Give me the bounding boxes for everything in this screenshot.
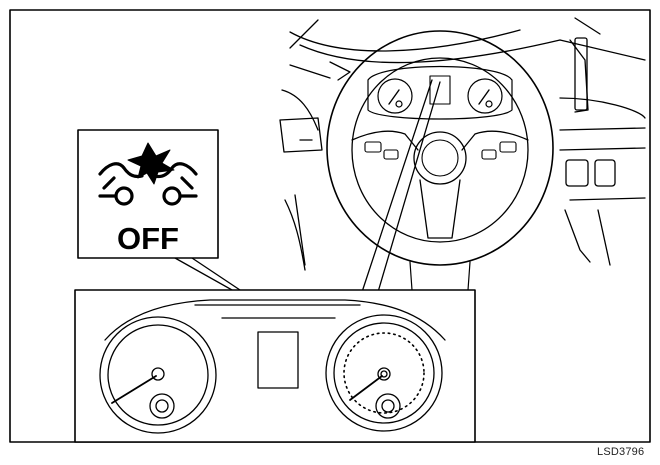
figure-reference-code: LSD3796 xyxy=(597,446,645,458)
left-gauge xyxy=(99,316,217,434)
small-cluster xyxy=(367,65,513,120)
right-gauge xyxy=(325,314,443,432)
car-interior-sketch xyxy=(279,17,646,271)
cluster-detail xyxy=(104,299,446,389)
steering-wheel xyxy=(326,30,554,291)
indicator-off-label: OFF xyxy=(117,221,179,256)
emergency-braking-off-icon xyxy=(98,142,198,206)
